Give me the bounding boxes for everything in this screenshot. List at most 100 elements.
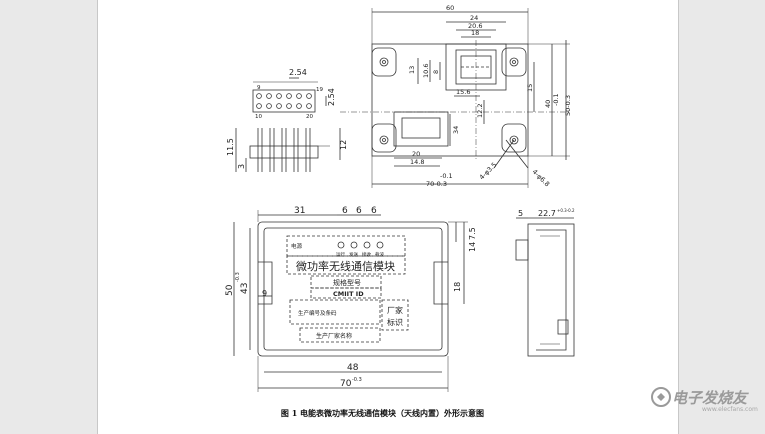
dim-6b: 6 (356, 206, 362, 216)
dim-pitch-h: 2.54 (289, 68, 307, 77)
hole-top-left-inner (382, 60, 386, 64)
dim-20-6: 20.6 (468, 22, 482, 30)
dim-18: 18 (453, 282, 462, 292)
page-edge-right (678, 0, 679, 434)
right-gutter (679, 0, 765, 434)
hole-top-right (509, 57, 519, 67)
dim-8: 8 (432, 70, 440, 74)
spec-label: 规格型号 (333, 278, 361, 287)
left-notch (258, 261, 273, 305)
title-box (286, 255, 406, 275)
dim-12: 12 (339, 140, 348, 150)
watermark-text: 电子发烧友 (672, 389, 748, 407)
pin-number-10: 10 (255, 114, 262, 120)
serial-label: 生产编号及条码 (298, 309, 337, 317)
dim-50-base: 50-0.3 (564, 95, 572, 116)
dim-6c: 6 (371, 206, 377, 216)
left-gutter (0, 0, 98, 434)
dim-6a: 6 (342, 206, 348, 216)
dim-15-6: 15.6 (456, 88, 470, 96)
module-title: 微功率无线通信模块 (296, 259, 395, 273)
bottom-left-lug (371, 123, 397, 153)
vendor-label: 生产厂家名称 (316, 332, 352, 340)
watermark: 电子发烧友 www.elecfans.com (650, 386, 762, 413)
figure-caption: 图 1 电能表微功率无线通信模块（天线内置）外形示意图 (280, 408, 485, 418)
dim-tol-70: -0.1 (440, 172, 453, 180)
side-view (515, 217, 575, 357)
dim-70-tol: -0.3 (352, 377, 362, 383)
dim-hole-big: 4-φ6.8 (531, 168, 552, 189)
hole-bottom-left-inner (382, 138, 386, 142)
dim-70-base: 70-0.3 (426, 180, 447, 188)
pin-header-body (249, 145, 319, 159)
vendor-box (299, 327, 381, 343)
hole-bottom-left (379, 135, 389, 145)
dim-50-tol: -0.3 (235, 272, 241, 282)
led-rx (363, 241, 371, 249)
hole-top-right-inner (512, 60, 516, 64)
bottom-right-lug (501, 123, 527, 153)
dim-12-2: 12.2 (476, 104, 484, 118)
led-label-tx: 发送 (349, 251, 358, 258)
dim-7-5: 7.5 (468, 227, 477, 240)
front-body-outer (257, 221, 449, 357)
dim-70: 70 (340, 379, 352, 389)
dim-5: 5 (518, 209, 523, 218)
hole-bottom-right-inner (512, 138, 516, 142)
pin-number-19: 19 (316, 87, 323, 93)
hole-bottom-right (509, 135, 519, 145)
dim-10-6: 10.6 (422, 64, 430, 78)
front-body-inner (263, 227, 443, 351)
led-label-rx: 接收 (362, 251, 371, 258)
led-strip-box (286, 235, 406, 257)
leader-hole-big (505, 139, 529, 169)
dim-hole-small: 4-φ3.5 (478, 161, 499, 182)
led-label-run: 运行 (336, 251, 345, 258)
dim-pitch-v: 2.54 (327, 88, 336, 106)
led-run (337, 241, 345, 249)
dim-60: 60 (446, 4, 454, 12)
page-edge-left (97, 0, 98, 434)
pin-number-20: 20 (306, 114, 313, 120)
dim-18: 18 (471, 29, 479, 37)
id-box (310, 287, 382, 299)
side-inner-profile (536, 229, 567, 351)
dim-15: 15 (526, 84, 534, 92)
maker-label-2: 标识 (387, 317, 403, 327)
dim-24: 24 (470, 14, 478, 22)
maker-box (381, 299, 409, 331)
pin-legs (257, 128, 311, 172)
side-body-outline (527, 223, 575, 357)
serial-box (289, 299, 381, 325)
side-clip (557, 319, 569, 335)
hole-top-left (379, 57, 389, 67)
led-tx (350, 241, 358, 249)
dim-43: 43 (240, 283, 250, 294)
dim-34: 34 (452, 126, 460, 134)
watermark-logo-icon (651, 387, 671, 407)
dim-31: 31 (294, 206, 305, 216)
maker-label-1: 厂家 (387, 305, 403, 315)
top-view (340, 8, 570, 188)
dim-13: 13 (408, 66, 416, 74)
led-carrier (376, 241, 384, 249)
dim-11-5: 11.5 (226, 138, 235, 156)
dim-14-8: 14.8 (410, 158, 424, 166)
dim-50: 50 (225, 284, 235, 296)
top-right-lug (501, 47, 527, 77)
pin-number-9: 9 (257, 85, 261, 91)
dim-22-7-tol: +0.3-0.2 (557, 208, 575, 213)
front-view (233, 210, 468, 392)
pin-header-top (252, 89, 316, 113)
lower-pad-inner (401, 117, 441, 139)
pin-view (235, 77, 341, 172)
dim-40: 40 (544, 100, 552, 108)
dim-9: 9 (262, 289, 267, 298)
dim-3: 3 (237, 164, 246, 169)
pin-header-circles (256, 93, 312, 109)
dim-20: 20 (412, 150, 420, 158)
dim-22-7: 22.7 (538, 209, 556, 218)
right-notch (433, 261, 448, 305)
side-connector (515, 239, 529, 261)
